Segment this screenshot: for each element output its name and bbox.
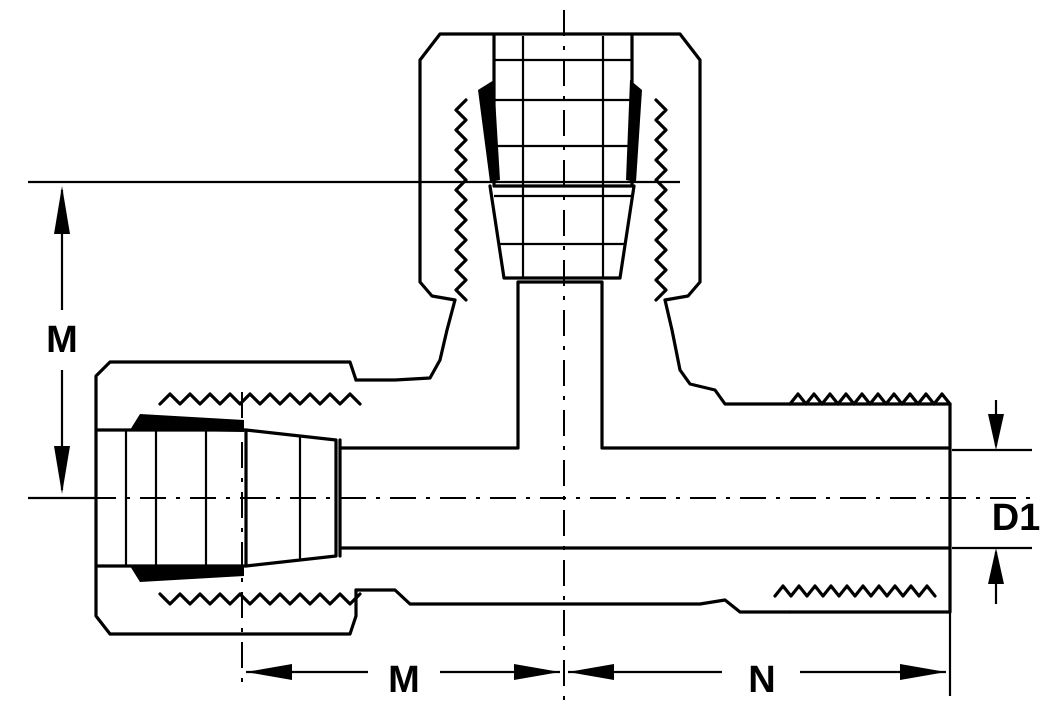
extension-lines <box>28 180 1032 696</box>
tee-body-outline <box>354 298 952 614</box>
male-thread-top <box>788 392 952 406</box>
dimension-d1 <box>988 400 1004 604</box>
top-nut <box>418 32 702 302</box>
dimension-m-vertical <box>54 186 70 494</box>
dimension-n-bottom <box>568 664 946 680</box>
dimension-label-n: N <box>748 659 775 701</box>
dimension-label-m-bottom: M <box>388 659 420 701</box>
male-thread-bottom <box>773 584 937 598</box>
dimension-label-d1: D1 <box>992 497 1041 539</box>
dimension-m-bottom <box>246 664 560 680</box>
tee-bore <box>338 280 950 558</box>
dimension-label-m-vertical: M <box>46 319 78 361</box>
